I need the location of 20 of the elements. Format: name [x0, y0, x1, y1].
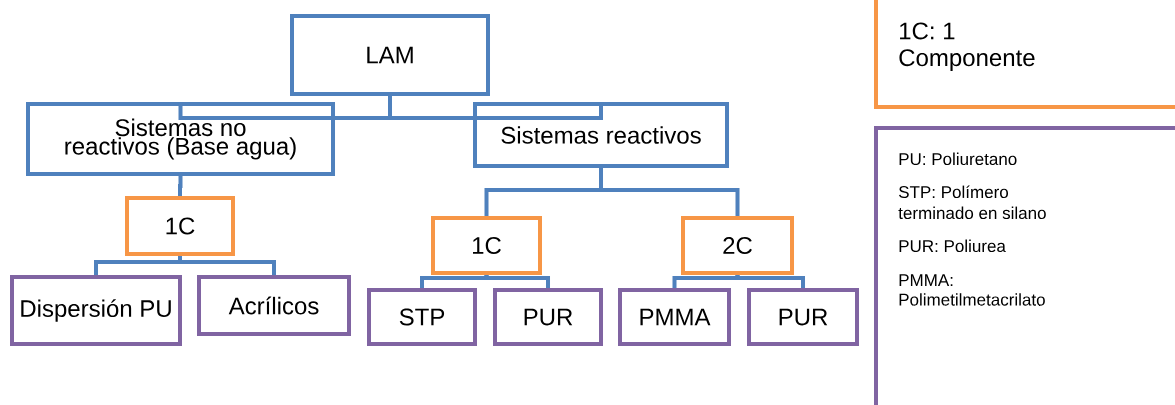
material-box: PUR [493, 288, 603, 346]
connector [599, 168, 740, 216]
material-box: Dispersión PU [10, 275, 182, 346]
material-box: Acrílicos [197, 275, 351, 336]
component-box: 1C [431, 216, 542, 275]
connector [178, 176, 183, 196]
connector [388, 96, 603, 120]
component-box: 1C [125, 196, 235, 256]
component-box: 2C [681, 216, 794, 275]
connector [735, 275, 805, 288]
tree-box: LAM [290, 14, 490, 96]
material-box: PMMA [618, 288, 731, 346]
note-box: 1C: 1 Componente [874, 0, 1175, 109]
connector [178, 256, 276, 275]
tree-box: Sistemas reactivos [473, 102, 729, 168]
material-box: STP [367, 288, 477, 346]
connector [484, 275, 550, 288]
material-box: PUR [747, 288, 859, 346]
tree-box: Sistemas no reactivos (Base agua) [26, 102, 335, 176]
note-box: PU: Poliuretano STP: Polímero terminado en silano PUR: Poliurea PMMA: Polimetilmetacrilato [874, 126, 1175, 405]
